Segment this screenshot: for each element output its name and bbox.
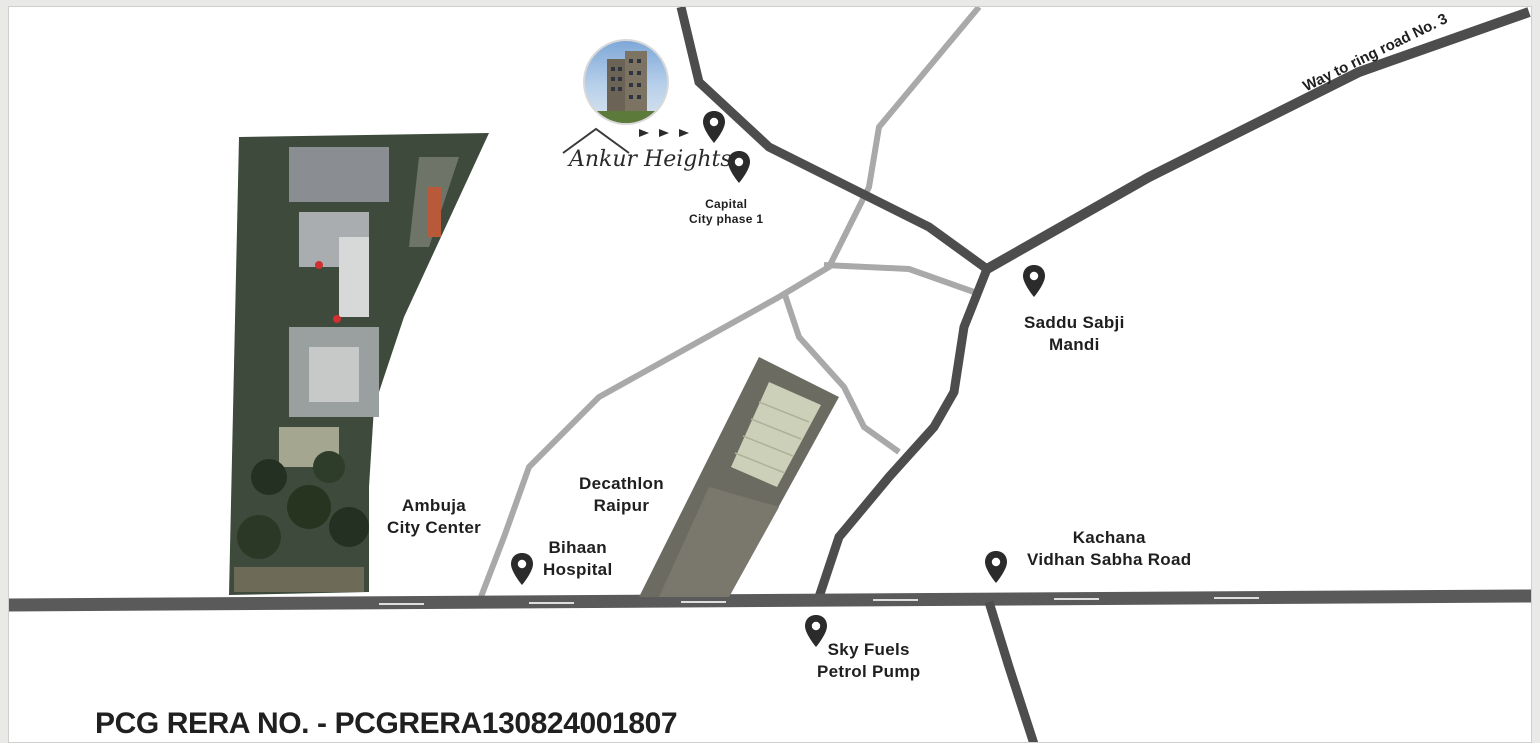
project-name-logo: Ankur Heights — [569, 147, 732, 172]
rera-number: PCG RERA NO. - PCGRERA130824001807 — [95, 707, 678, 740]
road-light-branch — [781, 291, 901, 455]
road-dark-main — [9, 589, 1531, 612]
road-name-ticks — [379, 597, 1259, 605]
road-light-cross — [823, 262, 976, 295]
map-pin-icon — [985, 551, 1007, 583]
label-bihaan-hospital: Bihaan Hospital — [543, 538, 613, 579]
road-network — [9, 7, 1531, 742]
ambuja-satellite-image — [229, 133, 489, 595]
label-ambuja-city-center: Ambuja City Center — [387, 496, 481, 537]
road-dark-north — [676, 7, 990, 273]
label-kachana-vidhan-sabha-road: Kachana Vidhan Sabha Road — [1027, 528, 1192, 569]
road-light-north — [476, 7, 982, 604]
road-dark-ring — [984, 7, 1531, 274]
road-dark-lower — [984, 600, 1039, 742]
project-building-photo — [583, 39, 669, 125]
map-pin-icon — [703, 111, 725, 143]
label-sky-fuels-petrol-pump: Sky Fuels Petrol Pump — [817, 640, 921, 681]
label-saddu-sabji-mandi: Saddu Sabji Mandi — [1024, 313, 1125, 354]
decathlon-satellite-image — [639, 357, 839, 597]
arrow-right-icon — [639, 129, 689, 137]
label-decathlon-raipur: Decathlon Raipur — [579, 474, 664, 515]
location-map: Ankur Heights Capital City phase 1 Saddu… — [8, 6, 1532, 743]
map-pin-icon — [511, 553, 533, 585]
map-pin-icon — [805, 615, 827, 647]
label-capital-city: Capital City phase 1 — [689, 197, 764, 226]
map-pin-icon — [1023, 265, 1045, 297]
road-dark-south — [814, 267, 992, 599]
house-roof-icon — [562, 127, 630, 154]
map-pin-icon — [728, 151, 750, 183]
